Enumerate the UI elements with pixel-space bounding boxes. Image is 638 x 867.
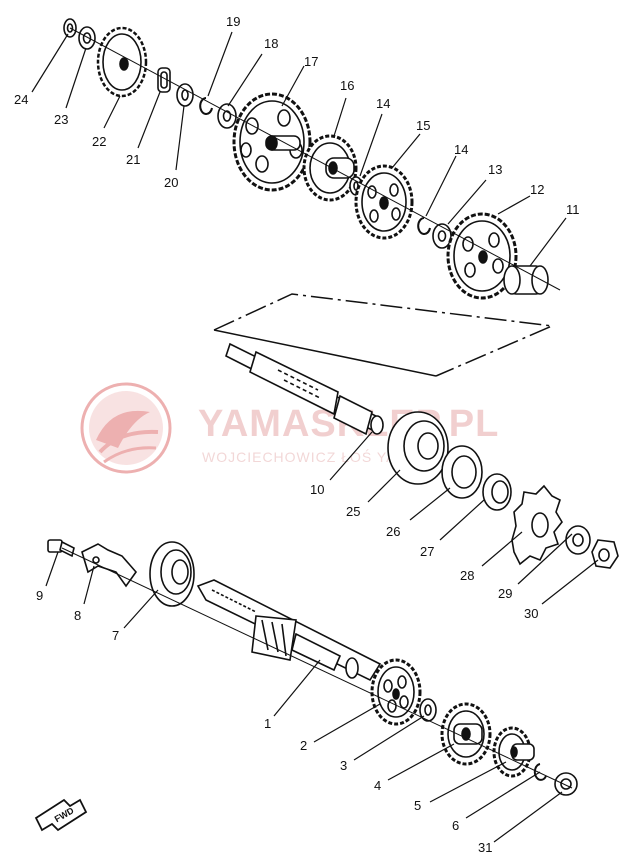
callout-11: 11 [566,202,580,217]
callout-15: 15 [416,118,430,133]
callout-31: 31 [478,840,492,855]
fwd-arrow-icon: FWD [34,798,88,832]
callout-30: 30 [524,606,538,621]
upper-axis-line [69,27,561,291]
part-29-lock-washer [565,525,591,555]
part-23-washer [78,26,96,50]
leader-lines [31,31,599,843]
callout-9: 9 [36,588,43,603]
callout-6: 6 [452,818,459,833]
part-5-gear [492,726,535,778]
part-27-collar [482,473,512,511]
callout-13: 13 [488,162,502,177]
callout-12: 12 [530,182,544,197]
part-30-nut [591,539,619,569]
callout-21: 21 [126,152,140,167]
callout-19: 19 [226,14,240,29]
callout-5: 5 [414,798,421,813]
callout-7: 7 [112,628,119,643]
callout-4: 4 [374,778,381,793]
callout-18: 18 [264,36,278,51]
part-10-shaft [225,342,384,436]
part-11-bushing [503,265,549,295]
watermark-logo [80,382,172,474]
callout-1: 1 [264,716,271,731]
callout-14-upper: 14 [376,96,390,111]
callout-16: 16 [340,78,354,93]
part-20-washer [176,83,194,107]
part-26-oil-seal [441,445,483,499]
part-7-bearing [149,541,195,607]
callout-29: 29 [498,586,512,601]
part-21-key [157,67,171,93]
part-15-gear [354,164,414,240]
part-12-gear [446,212,518,300]
part-14-circlip-lower [417,217,431,235]
part-9-bolt [47,539,75,558]
callout-labels: 24 23 22 21 20 19 18 17 16 14 15 14 13 1… [14,14,580,855]
callout-25: 25 [346,504,360,519]
callout-2: 2 [300,738,307,753]
assembly-bracket-base [213,329,437,377]
part-31-collar [554,772,578,796]
part-16-gear [302,134,358,202]
part-28-sprocket [511,484,563,566]
part-2-gear [370,658,422,726]
callout-3: 3 [340,758,347,773]
part-18-washer [217,103,237,129]
watermark: YAMASKLEP.PL WOJCIECHOWICZ ŁOŚ YAMAHA [80,382,498,474]
part-13-washer [432,223,452,249]
callout-24: 24 [14,92,28,107]
part-1-main-axle [196,579,382,682]
callout-8: 8 [74,608,81,623]
part-3-washer [419,698,437,722]
part-22-gear [96,26,148,98]
callout-28: 28 [460,568,474,583]
callout-27: 27 [420,544,434,559]
part-4-gear [440,702,492,766]
callout-22: 22 [92,134,106,149]
lower-axis-line [61,547,573,789]
watermark-subtitle: WOJCIECHOWICZ ŁOŚ YAMAHA [202,448,441,465]
callout-23: 23 [54,112,68,127]
callout-26: 26 [386,524,400,539]
callout-17: 17 [304,54,318,69]
part-25-bearing [387,411,449,485]
callout-10: 10 [310,482,324,497]
callout-20: 20 [164,175,178,190]
callout-14-lower: 14 [454,142,468,157]
assembly-bracket-line [213,293,555,377]
part-6-circlip [533,763,547,781]
part-17-gear [232,92,312,192]
